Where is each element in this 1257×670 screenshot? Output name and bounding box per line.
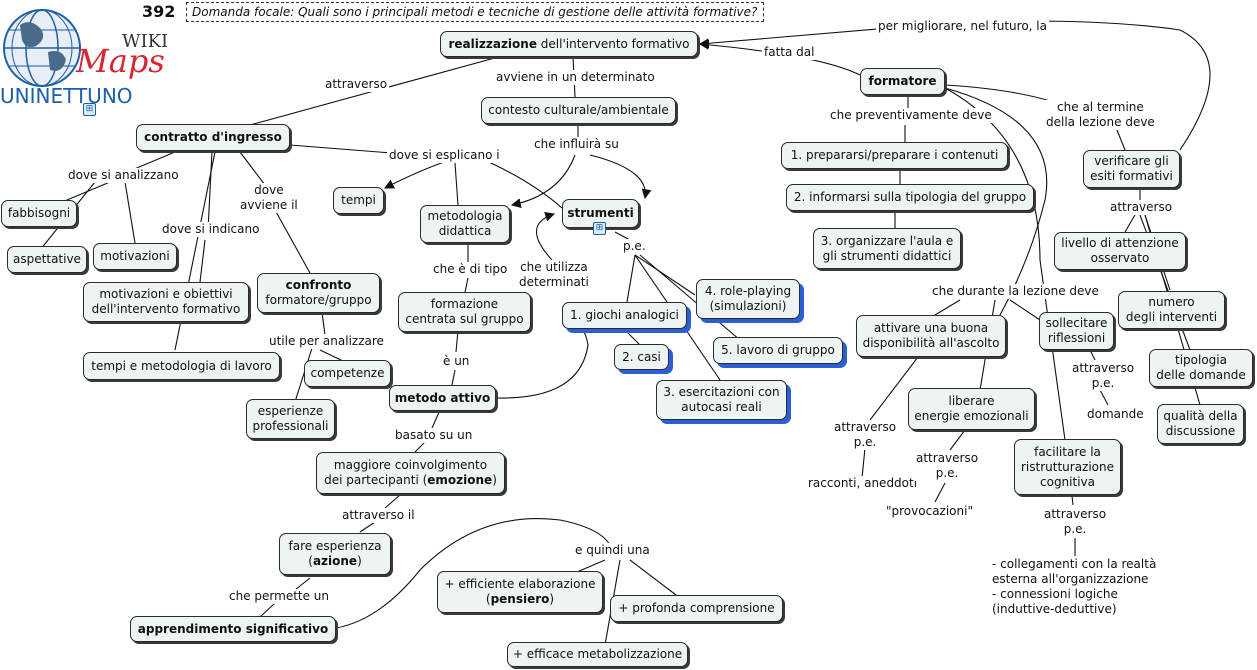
node-sollecitare[interactable]: sollecitare riflessioni	[1039, 312, 1114, 350]
node-competenze[interactable]: competenze	[304, 360, 391, 387]
label-che-preventivamente: che preventivamente deve	[828, 108, 994, 123]
label-e-un: è un	[441, 354, 472, 369]
node-efficiente-bold: pensiero	[490, 592, 550, 606]
label-dove-si-indicano: dove si indicano	[160, 222, 262, 237]
node-livello[interactable]: livello di attenzione osservato	[1054, 232, 1186, 270]
label-utile-per: utile per analizzare	[267, 334, 386, 349]
node-realizzazione[interactable]: realizzazione dell'intervento formativo	[440, 31, 698, 57]
node-metodo-attivo[interactable]: metodo attivo	[389, 385, 496, 411]
node-realizzazione-bold: realizzazione	[448, 36, 537, 51]
node-motivazioni-obiettivi[interactable]: motivazioni e obiettivi dell'intervento …	[83, 282, 249, 322]
node-fare-esperienza[interactable]: fare esperienza (azione)	[279, 533, 391, 575]
node-liberare[interactable]: liberare energie emozionali	[908, 388, 1035, 430]
node-fare-esperienza-pre: fare esperienza (	[288, 539, 382, 568]
node-informarsi[interactable]: 2. informarsi sulla tipologia del gruppo	[786, 184, 1034, 211]
label-attraverso-verifica: attraverso	[1108, 200, 1175, 215]
node-apprendimento[interactable]: apprendimento significativo	[130, 616, 336, 642]
label-fatta-dal: fatta dal	[762, 45, 817, 60]
node-lavoro-gruppo[interactable]: 5. lavoro di gruppo	[713, 337, 843, 364]
label-basato-su: basato su un	[393, 428, 475, 443]
node-efficiente[interactable]: + efficiente elaborazione (pensiero)	[437, 571, 603, 613]
node-attivare[interactable]: attivare una buona disponibilità all'asc…	[856, 315, 1006, 357]
label-per-migliorare: per migliorare, nel futuro, la	[876, 19, 1049, 34]
node-efficiente-post: )	[549, 592, 555, 606]
node-tempi[interactable]: tempi	[333, 187, 384, 214]
label-dove-avviene: dove avviene il	[238, 183, 300, 213]
node-confronto-bold: confronto	[285, 278, 352, 292]
label-e-quindi: e quindi una	[573, 543, 652, 558]
label-dove-si-analizzano: dove si analizzano	[66, 168, 181, 183]
label-che-e-di-tipo: che è di tipo	[431, 262, 510, 277]
node-giochi-analogici[interactable]: 1. giochi analogici	[562, 302, 687, 329]
node-tipologia[interactable]: tipologia delle domande	[1149, 349, 1253, 387]
label-che-durante: che durante la lezione deve	[930, 284, 1101, 299]
node-esperienze[interactable]: esperienze professionali	[246, 399, 335, 439]
node-aspettative[interactable]: aspettative	[7, 246, 87, 273]
strumenti-map-link-icon[interactable]: ⊞	[593, 222, 606, 235]
node-confronto[interactable]: confronto formatore/gruppo	[257, 273, 380, 313]
node-motivazioni[interactable]: motivazioni	[93, 243, 177, 270]
node-organizzare[interactable]: 3. organizzare l'aula e gli strumenti di…	[813, 228, 961, 269]
node-formazione-centrata[interactable]: formazione centrata sul gruppo	[398, 292, 531, 332]
logo-wiki: WIKI	[122, 31, 168, 52]
map-number: 392	[142, 2, 176, 21]
label-attraverso-pe-liberare: attraverso p.e.	[914, 451, 981, 481]
node-numero[interactable]: numero degli interventi	[1118, 291, 1225, 329]
node-efficiente-pre: + efficiente elaborazione (	[444, 577, 596, 606]
node-qualita[interactable]: qualità della discussione	[1157, 404, 1244, 444]
node-esercitazioni[interactable]: 3. esercitazioni con autocasi reali	[656, 380, 787, 420]
node-contratto[interactable]: contratto d'ingresso	[136, 124, 290, 151]
label-che-al-termine: che al termine della lezione deve	[1044, 100, 1157, 130]
globe-icon	[3, 9, 81, 87]
label-racconti: racconti, aneddoti	[806, 476, 920, 491]
label-dove-si-esplicano: dove si esplicano i	[387, 148, 502, 163]
label-attraverso-pe-sollecitare: attraverso p.e.	[1070, 361, 1137, 391]
node-coinvolgimento-bold: emozione	[427, 473, 493, 487]
map-link-icon[interactable]: ⊞	[83, 103, 96, 116]
node-facilitare[interactable]: facilitare la ristrutturazione cognitiva	[1014, 439, 1121, 495]
label-che-utilizza: che utilizza determinati	[517, 260, 591, 290]
label-attraverso: attraverso	[323, 77, 390, 92]
node-profonda[interactable]: + profonda comprensione	[610, 595, 783, 622]
label-attraverso-pe-facilitare: attraverso p.e.	[1042, 507, 1109, 537]
node-verificare[interactable]: verificare gli esiti formativi	[1083, 150, 1180, 188]
node-prepararsi[interactable]: 1. prepararsi/preparare i contenuti	[781, 142, 1008, 169]
node-coinvolgimento-post: )	[492, 473, 497, 487]
label-attraverso-pe-attivare: attraverso p.e.	[832, 420, 899, 450]
node-tempi-metodologia[interactable]: tempi e metodologia di lavoro	[83, 352, 280, 380]
logo-brand: UNINETTUNO	[0, 84, 133, 108]
node-realizzazione-rest: dell'intervento formativo	[536, 36, 690, 51]
label-che-influira: che influirà su	[532, 137, 621, 152]
node-formatore[interactable]: formatore	[860, 68, 945, 95]
node-coinvolgimento-pre: maggiore coinvolgimento dei partecipanti…	[324, 458, 488, 487]
logo-maps: Maps	[75, 42, 165, 80]
node-role-playing[interactable]: 4. role-playing (simulazioni)	[696, 279, 800, 319]
label-provocazioni: "provocazioni"	[884, 504, 975, 519]
node-casi[interactable]: 2. casi	[614, 344, 669, 370]
label-pe-strumenti: p.e.	[621, 239, 648, 254]
node-confronto-rest: formatore/gruppo	[265, 293, 372, 307]
label-collegamenti: - collegamenti con la realtà esterna all…	[992, 557, 1157, 616]
label-domande: domande	[1085, 407, 1146, 422]
focal-question: Domanda focale: Quali sono i principali …	[186, 2, 764, 22]
node-metodologia[interactable]: metodologia didattica	[420, 205, 510, 243]
label-che-permette: che permette un	[227, 589, 332, 604]
node-fabbisogni[interactable]: fabbisogni	[1, 200, 77, 227]
label-avviene: avviene in un determinato	[494, 70, 657, 85]
label-attraverso-il: attraverso il	[340, 508, 417, 523]
node-coinvolgimento[interactable]: maggiore coinvolgimento dei partecipanti…	[316, 452, 505, 494]
node-fare-esperienza-post: )	[357, 554, 362, 568]
node-fare-esperienza-bold: azione	[312, 554, 358, 568]
node-contesto[interactable]: contesto culturale/ambientale	[481, 97, 676, 124]
wikimaps-uninettuno-logo: WIKI Maps UNINETTUNO	[0, 9, 168, 108]
node-efficace[interactable]: + efficace metabolizzazione	[507, 642, 688, 667]
